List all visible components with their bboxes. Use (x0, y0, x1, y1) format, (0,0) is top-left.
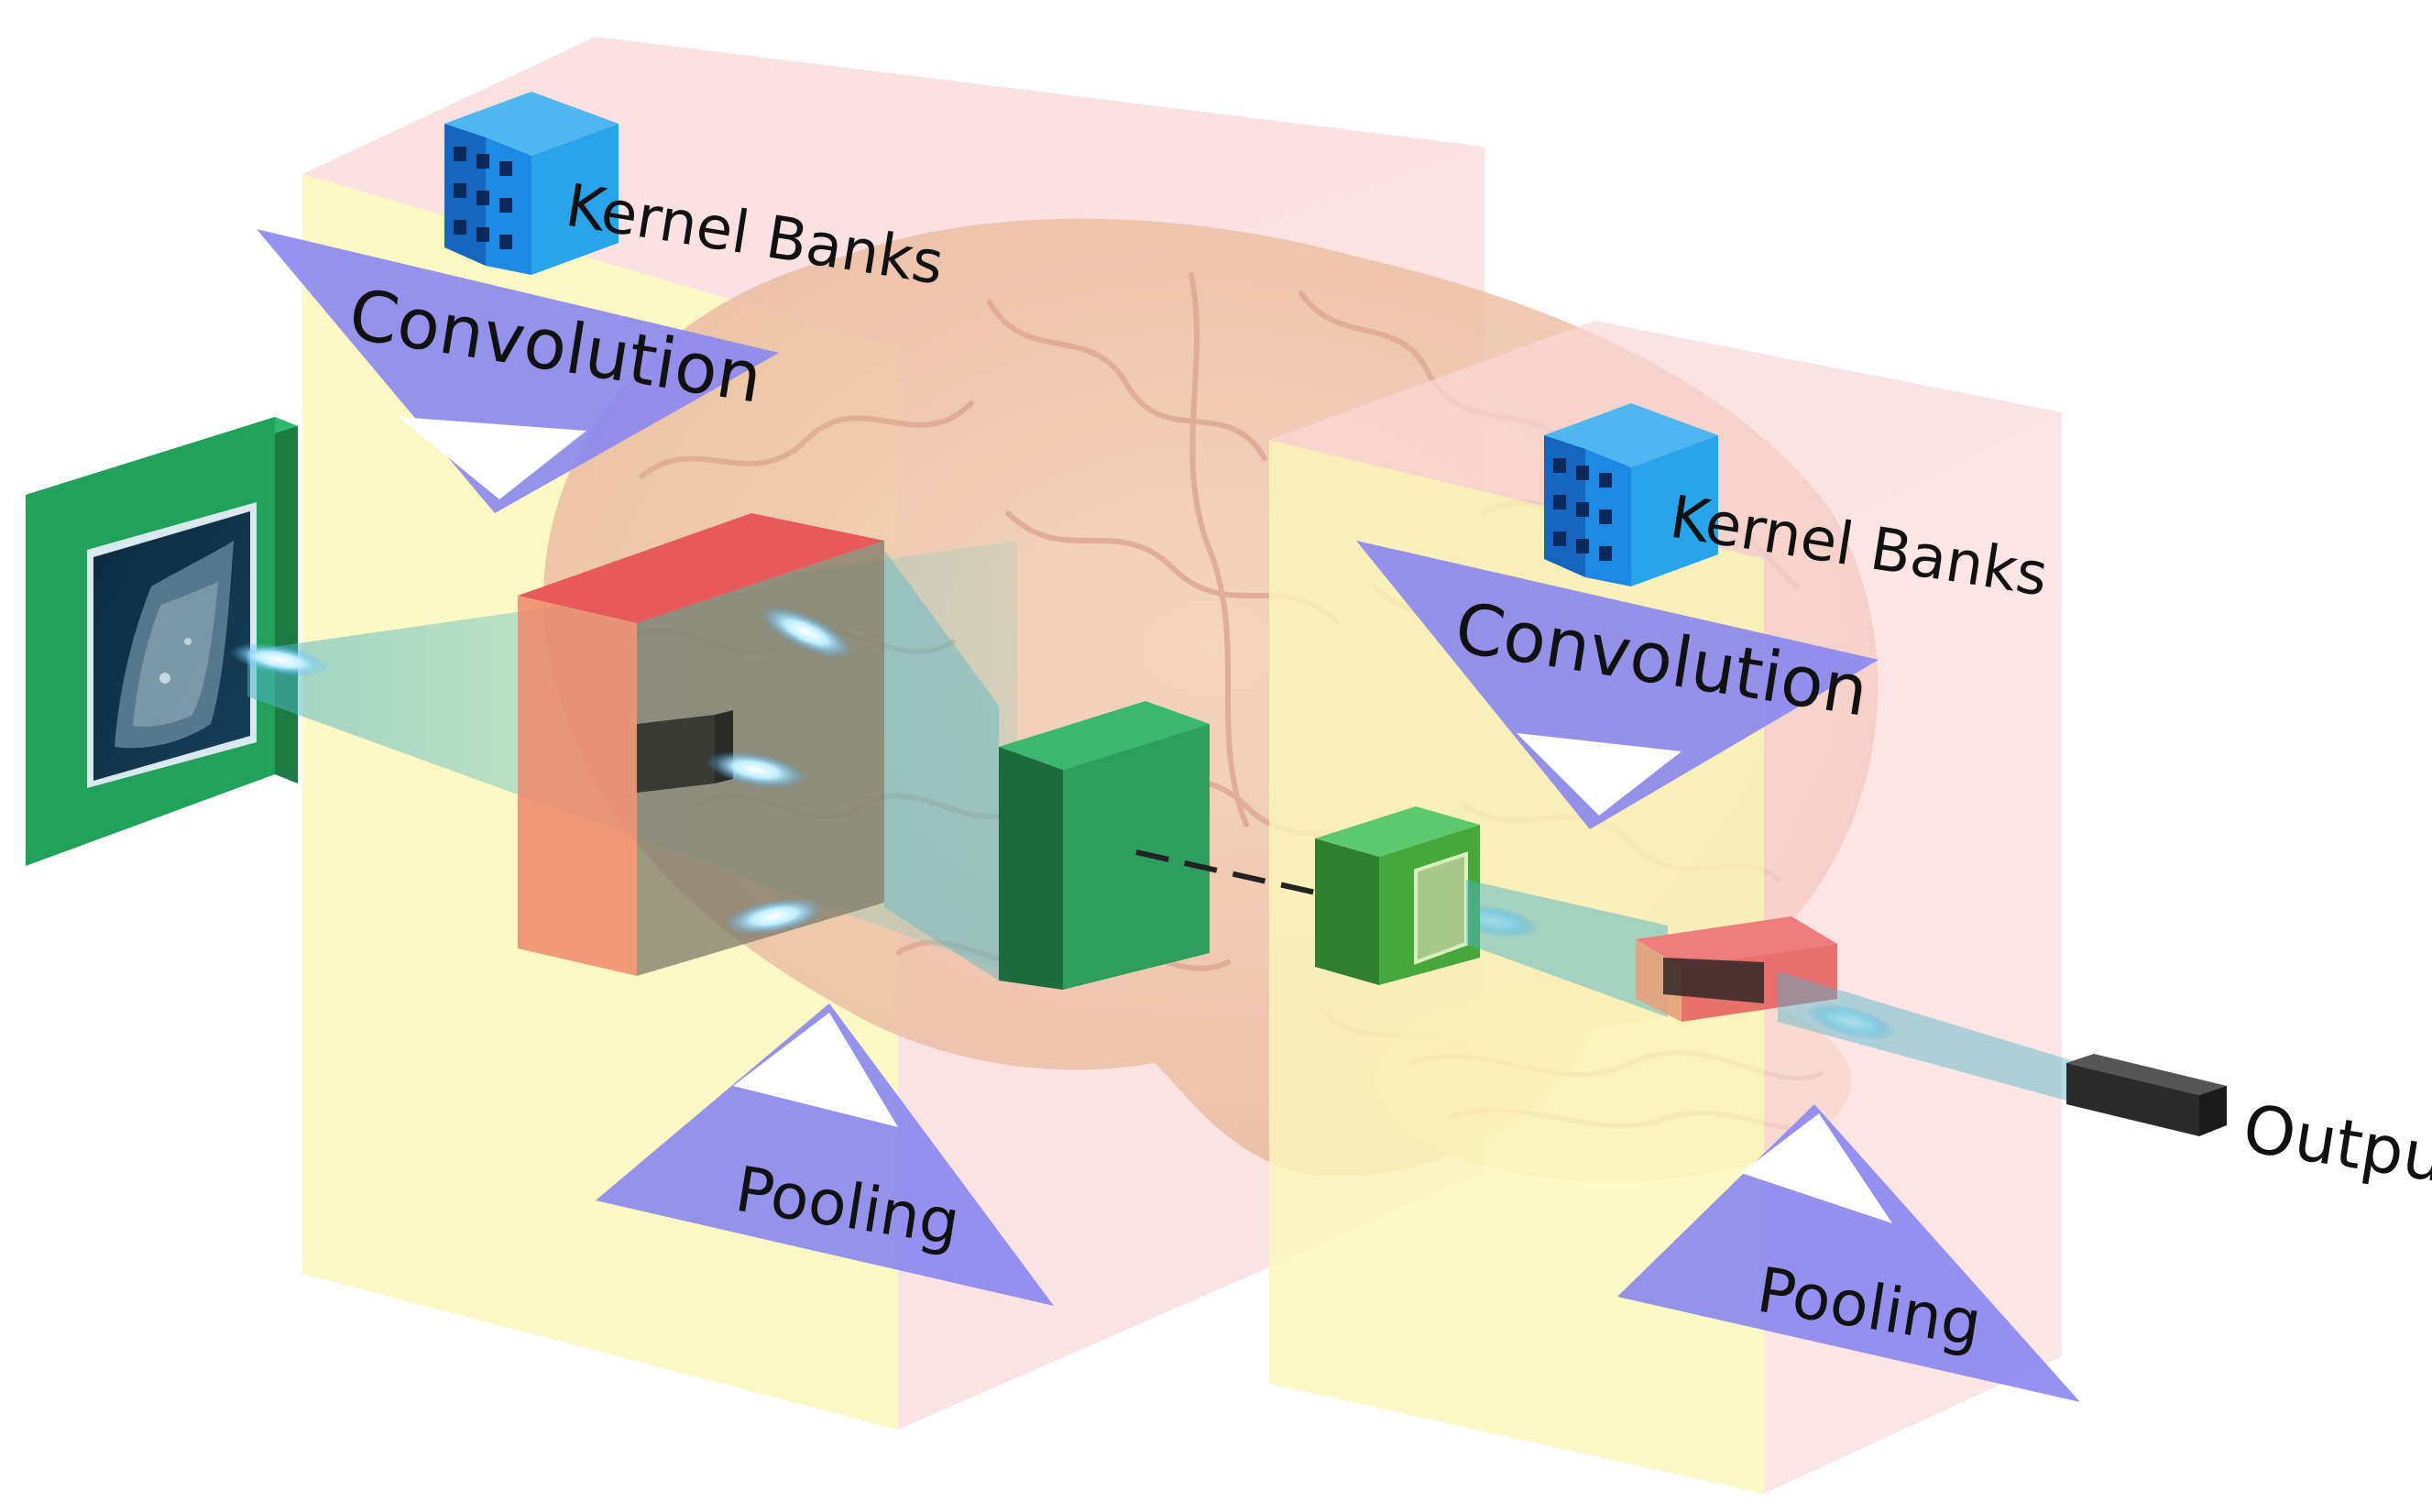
convolution-operator-1 (257, 229, 779, 513)
input-image-frame (26, 417, 298, 866)
kernel-cube-icon (444, 92, 619, 275)
pooling-operator-1 (596, 1003, 1054, 1306)
convolution-operator-2 (1356, 541, 1879, 829)
dashed-connector (1135, 849, 1320, 896)
pooling-operator-2 (1617, 1104, 2080, 1402)
kernel-cube-icon (1544, 403, 1718, 586)
feature-map-block-2 (1636, 916, 1837, 1022)
output-label: Output (2238, 1090, 2432, 1201)
ultrasound-scan-icon (115, 541, 234, 749)
output-bar (2066, 1054, 2227, 1136)
feature-beam-1 (884, 550, 999, 981)
output-beam (1778, 971, 2080, 1104)
feature-map-cube-green (999, 701, 1210, 990)
feature-map-cube-small (1315, 806, 1480, 985)
feature-map-block-1 (518, 513, 884, 976)
feature-beam-2 (1466, 880, 1668, 1017)
